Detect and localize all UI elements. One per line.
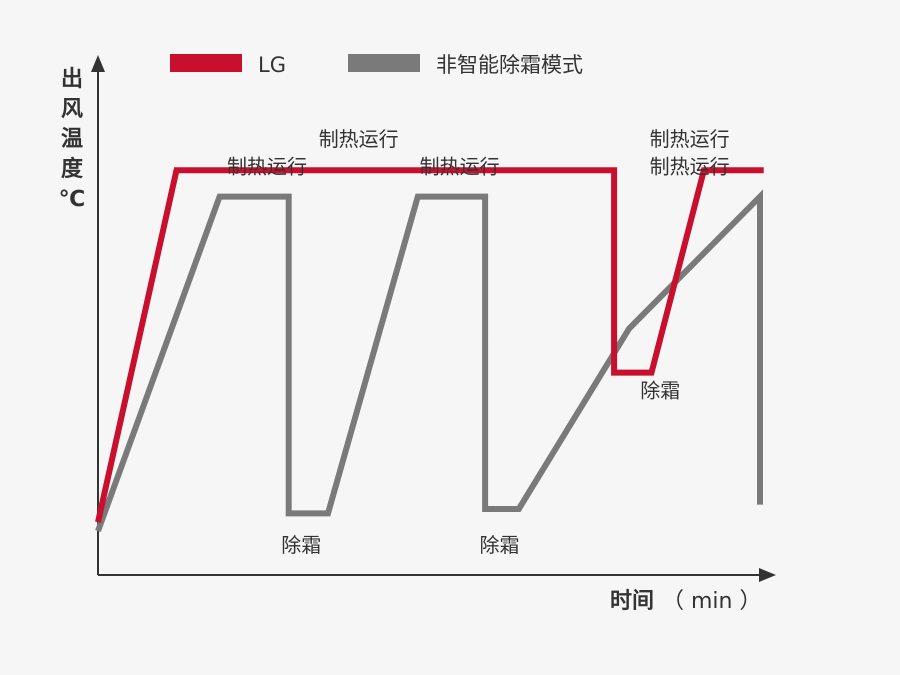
x-axis-label-unit: （ min ）	[662, 589, 761, 614]
series-line-normal	[95, 189, 763, 533]
y-axis-label-char: 风	[61, 97, 83, 122]
y-axis-label-char: ℃	[59, 187, 86, 212]
legend-label-lg: LG	[258, 53, 286, 77]
y-axis-label-char: 度	[61, 156, 84, 182]
x-axis-arrow	[759, 568, 776, 582]
legend-swatch-normal	[348, 54, 420, 72]
annotation-layer: 制热运行制热运行制热运行制热运行制热运行除霜除霜除霜	[227, 127, 730, 557]
legend-swatch-lg	[170, 54, 242, 72]
series-layer	[95, 167, 764, 533]
annotation-label: 制热运行	[650, 127, 730, 151]
annotation-label: 制热运行	[227, 154, 307, 178]
legend-label-normal: 非智能除霜模式	[436, 53, 583, 77]
annotation-label: 除霜	[281, 533, 321, 557]
annotation-label: 除霜	[480, 533, 520, 557]
y-axis-label-char: 出	[61, 67, 83, 92]
y-axis-label-char: 温	[61, 127, 83, 152]
annotation-label: 制热运行	[319, 127, 399, 151]
annotation-label: 制热运行	[420, 154, 500, 178]
annotation-label: 除霜	[640, 379, 680, 403]
x-axis-label-text: 时间	[610, 589, 654, 614]
series-line-lg	[95, 167, 764, 523]
annotation-label: 制热运行	[650, 154, 730, 178]
y-axis-arrow	[91, 55, 105, 72]
